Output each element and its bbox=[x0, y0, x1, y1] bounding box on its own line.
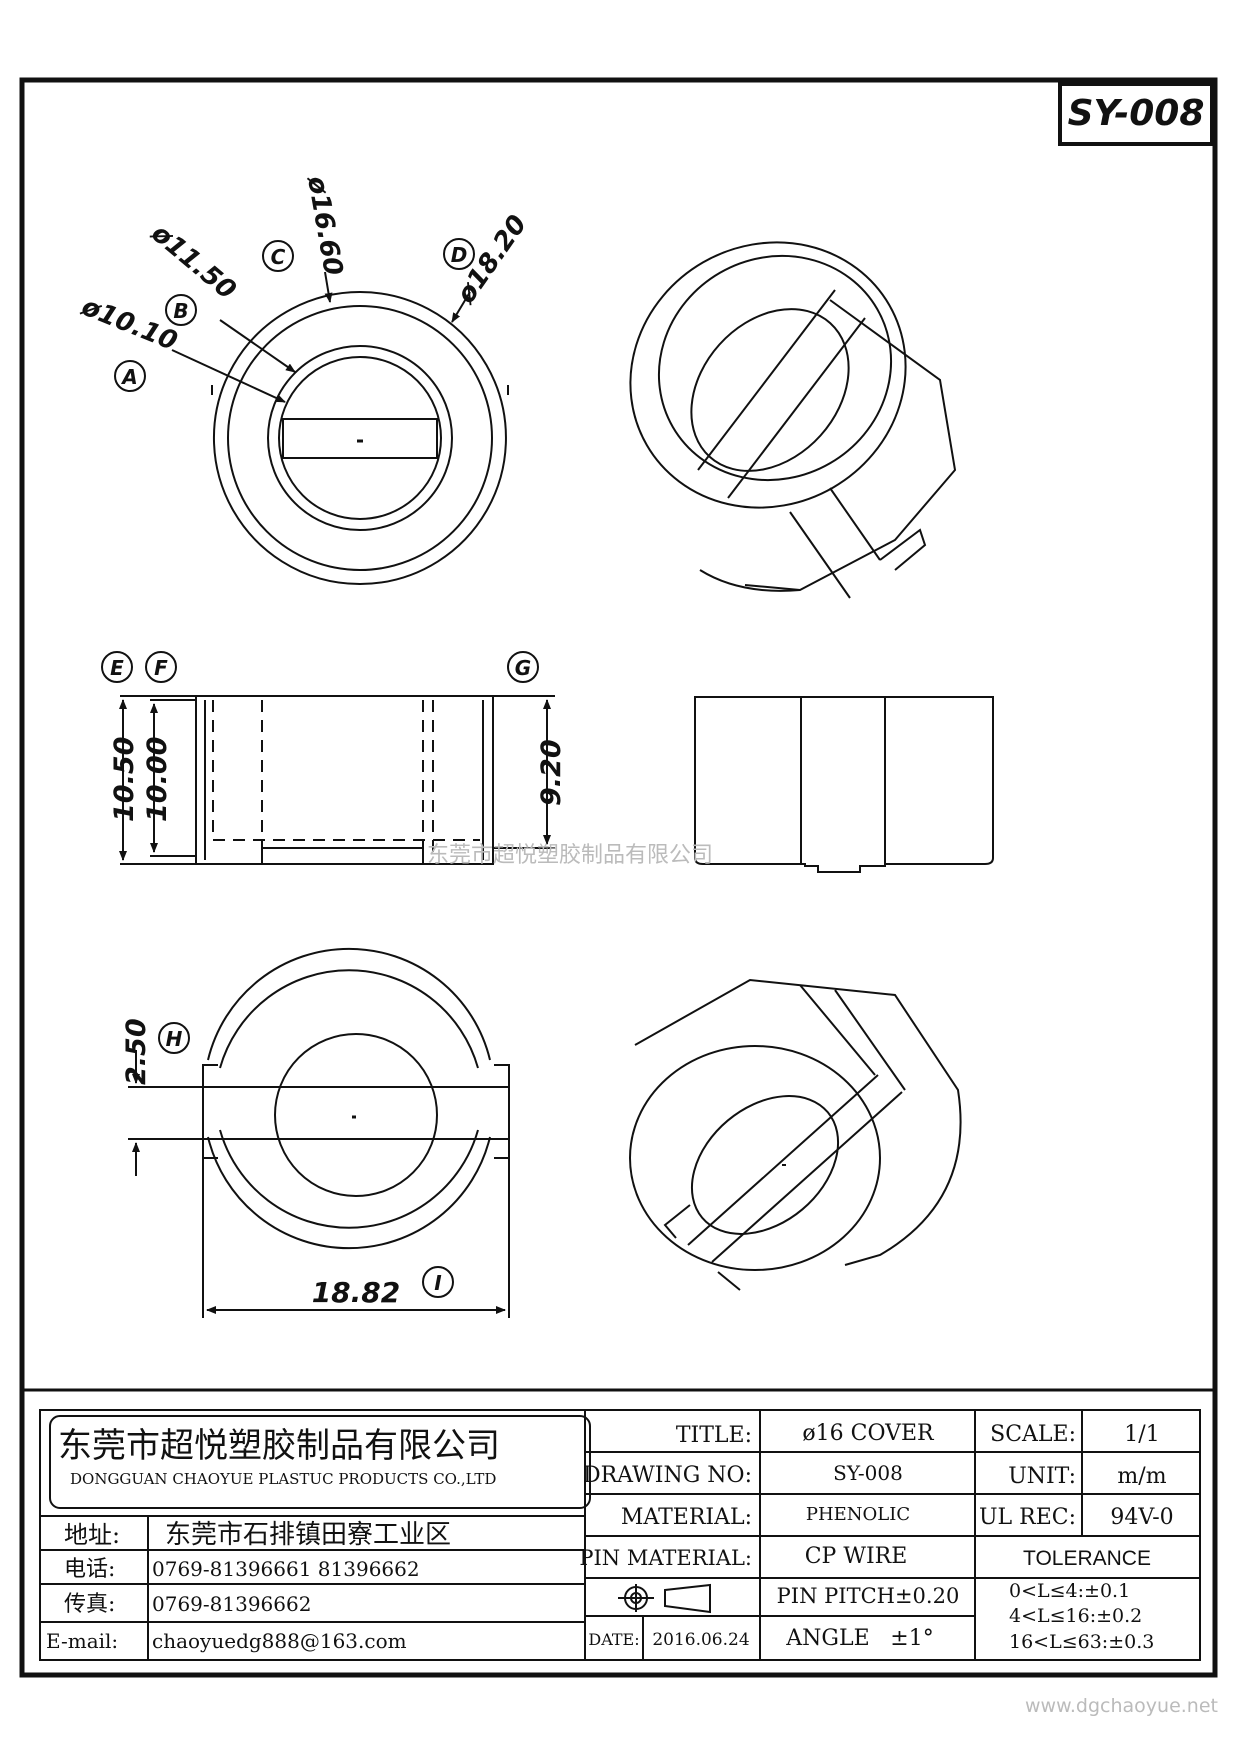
dim-G-value: 9.20 bbox=[536, 739, 567, 806]
unit-value: m/m bbox=[1117, 1464, 1166, 1489]
top-view bbox=[171, 271, 509, 585]
angle-label: ANGLE bbox=[785, 1626, 869, 1651]
phone-label: 电话: bbox=[64, 1557, 115, 1582]
dim-B-marker: B bbox=[173, 299, 188, 323]
tolerance-line-2: 4<L≤16:±0.2 bbox=[1009, 1605, 1142, 1627]
title-label: TITLE: bbox=[676, 1423, 752, 1448]
dim-F-value: 10.00 bbox=[142, 737, 173, 822]
dimension-C: C ø16.60 bbox=[262, 173, 348, 278]
dim-H-marker: H bbox=[166, 1027, 183, 1051]
pin-material-label: PIN MATERIAL: bbox=[579, 1546, 752, 1570]
dimension-F: F 10.00 bbox=[142, 651, 177, 822]
front-view bbox=[694, 696, 994, 873]
dim-G-marker: G bbox=[515, 656, 531, 680]
tolerance-line-1: 0<L≤4:±0.1 bbox=[1009, 1580, 1130, 1602]
side-view bbox=[119, 695, 555, 865]
date-value: 2016.06.24 bbox=[652, 1630, 749, 1650]
drawing-code: SY-008 bbox=[1068, 93, 1205, 134]
dim-I-value: 18.82 bbox=[312, 1276, 401, 1309]
fax-label: 传真: bbox=[64, 1592, 115, 1617]
dimension-E: E 10.50 bbox=[101, 651, 140, 822]
scale-label: SCALE: bbox=[990, 1422, 1076, 1447]
email-value: chaoyuedg888@163.com bbox=[152, 1629, 407, 1653]
material-label: MATERIAL: bbox=[621, 1505, 752, 1530]
date-label: DATE: bbox=[588, 1630, 639, 1649]
watermark-center: 东莞市超悦塑胶制品有限公司 bbox=[427, 843, 713, 868]
dimension-G: G 9.20 bbox=[507, 651, 567, 806]
dim-B-value: ø11.50 bbox=[145, 218, 242, 306]
angle-value: ±1° bbox=[890, 1626, 933, 1651]
drawing-no-value: SY-008 bbox=[833, 1461, 903, 1485]
unit-label: UNIT: bbox=[1008, 1464, 1076, 1489]
dim-I-marker: I bbox=[434, 1271, 442, 1295]
dim-H-value: 2.50 bbox=[121, 1018, 152, 1085]
watermark-url: www.dgchaoyue.net bbox=[1025, 1695, 1218, 1717]
dim-E-value: 10.50 bbox=[109, 737, 140, 822]
dimension-I: I 18.82 bbox=[312, 1266, 454, 1309]
dimension-H: H 2.50 bbox=[121, 1018, 190, 1085]
dimension-B: B ø11.50 bbox=[145, 218, 242, 326]
dim-A-value: ø10.10 bbox=[76, 291, 181, 357]
title-value: ø16 COVER bbox=[802, 1421, 935, 1446]
isometric-top-view bbox=[629, 241, 957, 599]
company-name-cn: 东莞市超悦塑胶制品有限公司 bbox=[58, 1426, 500, 1466]
address-label: 地址: bbox=[64, 1521, 120, 1549]
company-name-en: DONGGUAN CHAOYUE PLASTUC PRODUCTS CO.,LT… bbox=[70, 1470, 496, 1488]
dim-A-marker: A bbox=[120, 365, 137, 389]
address-value: 东莞市石排镇田寮工业区 bbox=[165, 1520, 451, 1550]
sheet-border bbox=[19, 77, 1218, 1678]
ul-rec-value: 94V-0 bbox=[1110, 1505, 1173, 1530]
dim-C-value: ø16.60 bbox=[301, 173, 348, 278]
title-block bbox=[22, 1388, 1215, 1661]
material-value: PHENOLIC bbox=[806, 1504, 910, 1525]
scale-value: 1/1 bbox=[1124, 1422, 1159, 1447]
dim-F-marker: F bbox=[154, 656, 168, 680]
phone-value: 0769-81396661 81396662 bbox=[152, 1557, 420, 1581]
tolerance-label: TOLERANCE bbox=[1023, 1547, 1151, 1570]
tolerance-line-3: 16<L≤63:±0.3 bbox=[1009, 1631, 1154, 1653]
email-label: E-mail: bbox=[46, 1629, 118, 1653]
dim-E-marker: E bbox=[110, 656, 124, 680]
fax-value: 0769-81396662 bbox=[152, 1592, 311, 1616]
drawing-no-label: DRAWING NO: bbox=[583, 1463, 752, 1488]
bottom-view bbox=[128, 947, 510, 1318]
pin-pitch: PIN PITCH±0.20 bbox=[777, 1584, 960, 1608]
isometric-bottom-view bbox=[629, 978, 962, 1291]
dimension-D: D ø18.20 bbox=[443, 210, 533, 310]
ul-rec-label: UL REC: bbox=[979, 1505, 1076, 1530]
dim-C-marker: C bbox=[271, 245, 286, 269]
title-block-text: 东莞市超悦塑胶制品有限公司 DONGGUAN CHAOYUE PLASTUC P… bbox=[46, 1421, 1174, 1653]
drawing-code-box: SY-008 bbox=[1058, 82, 1214, 146]
dim-D-marker: D bbox=[451, 243, 468, 267]
pin-material-value: CP WIRE bbox=[805, 1544, 908, 1569]
